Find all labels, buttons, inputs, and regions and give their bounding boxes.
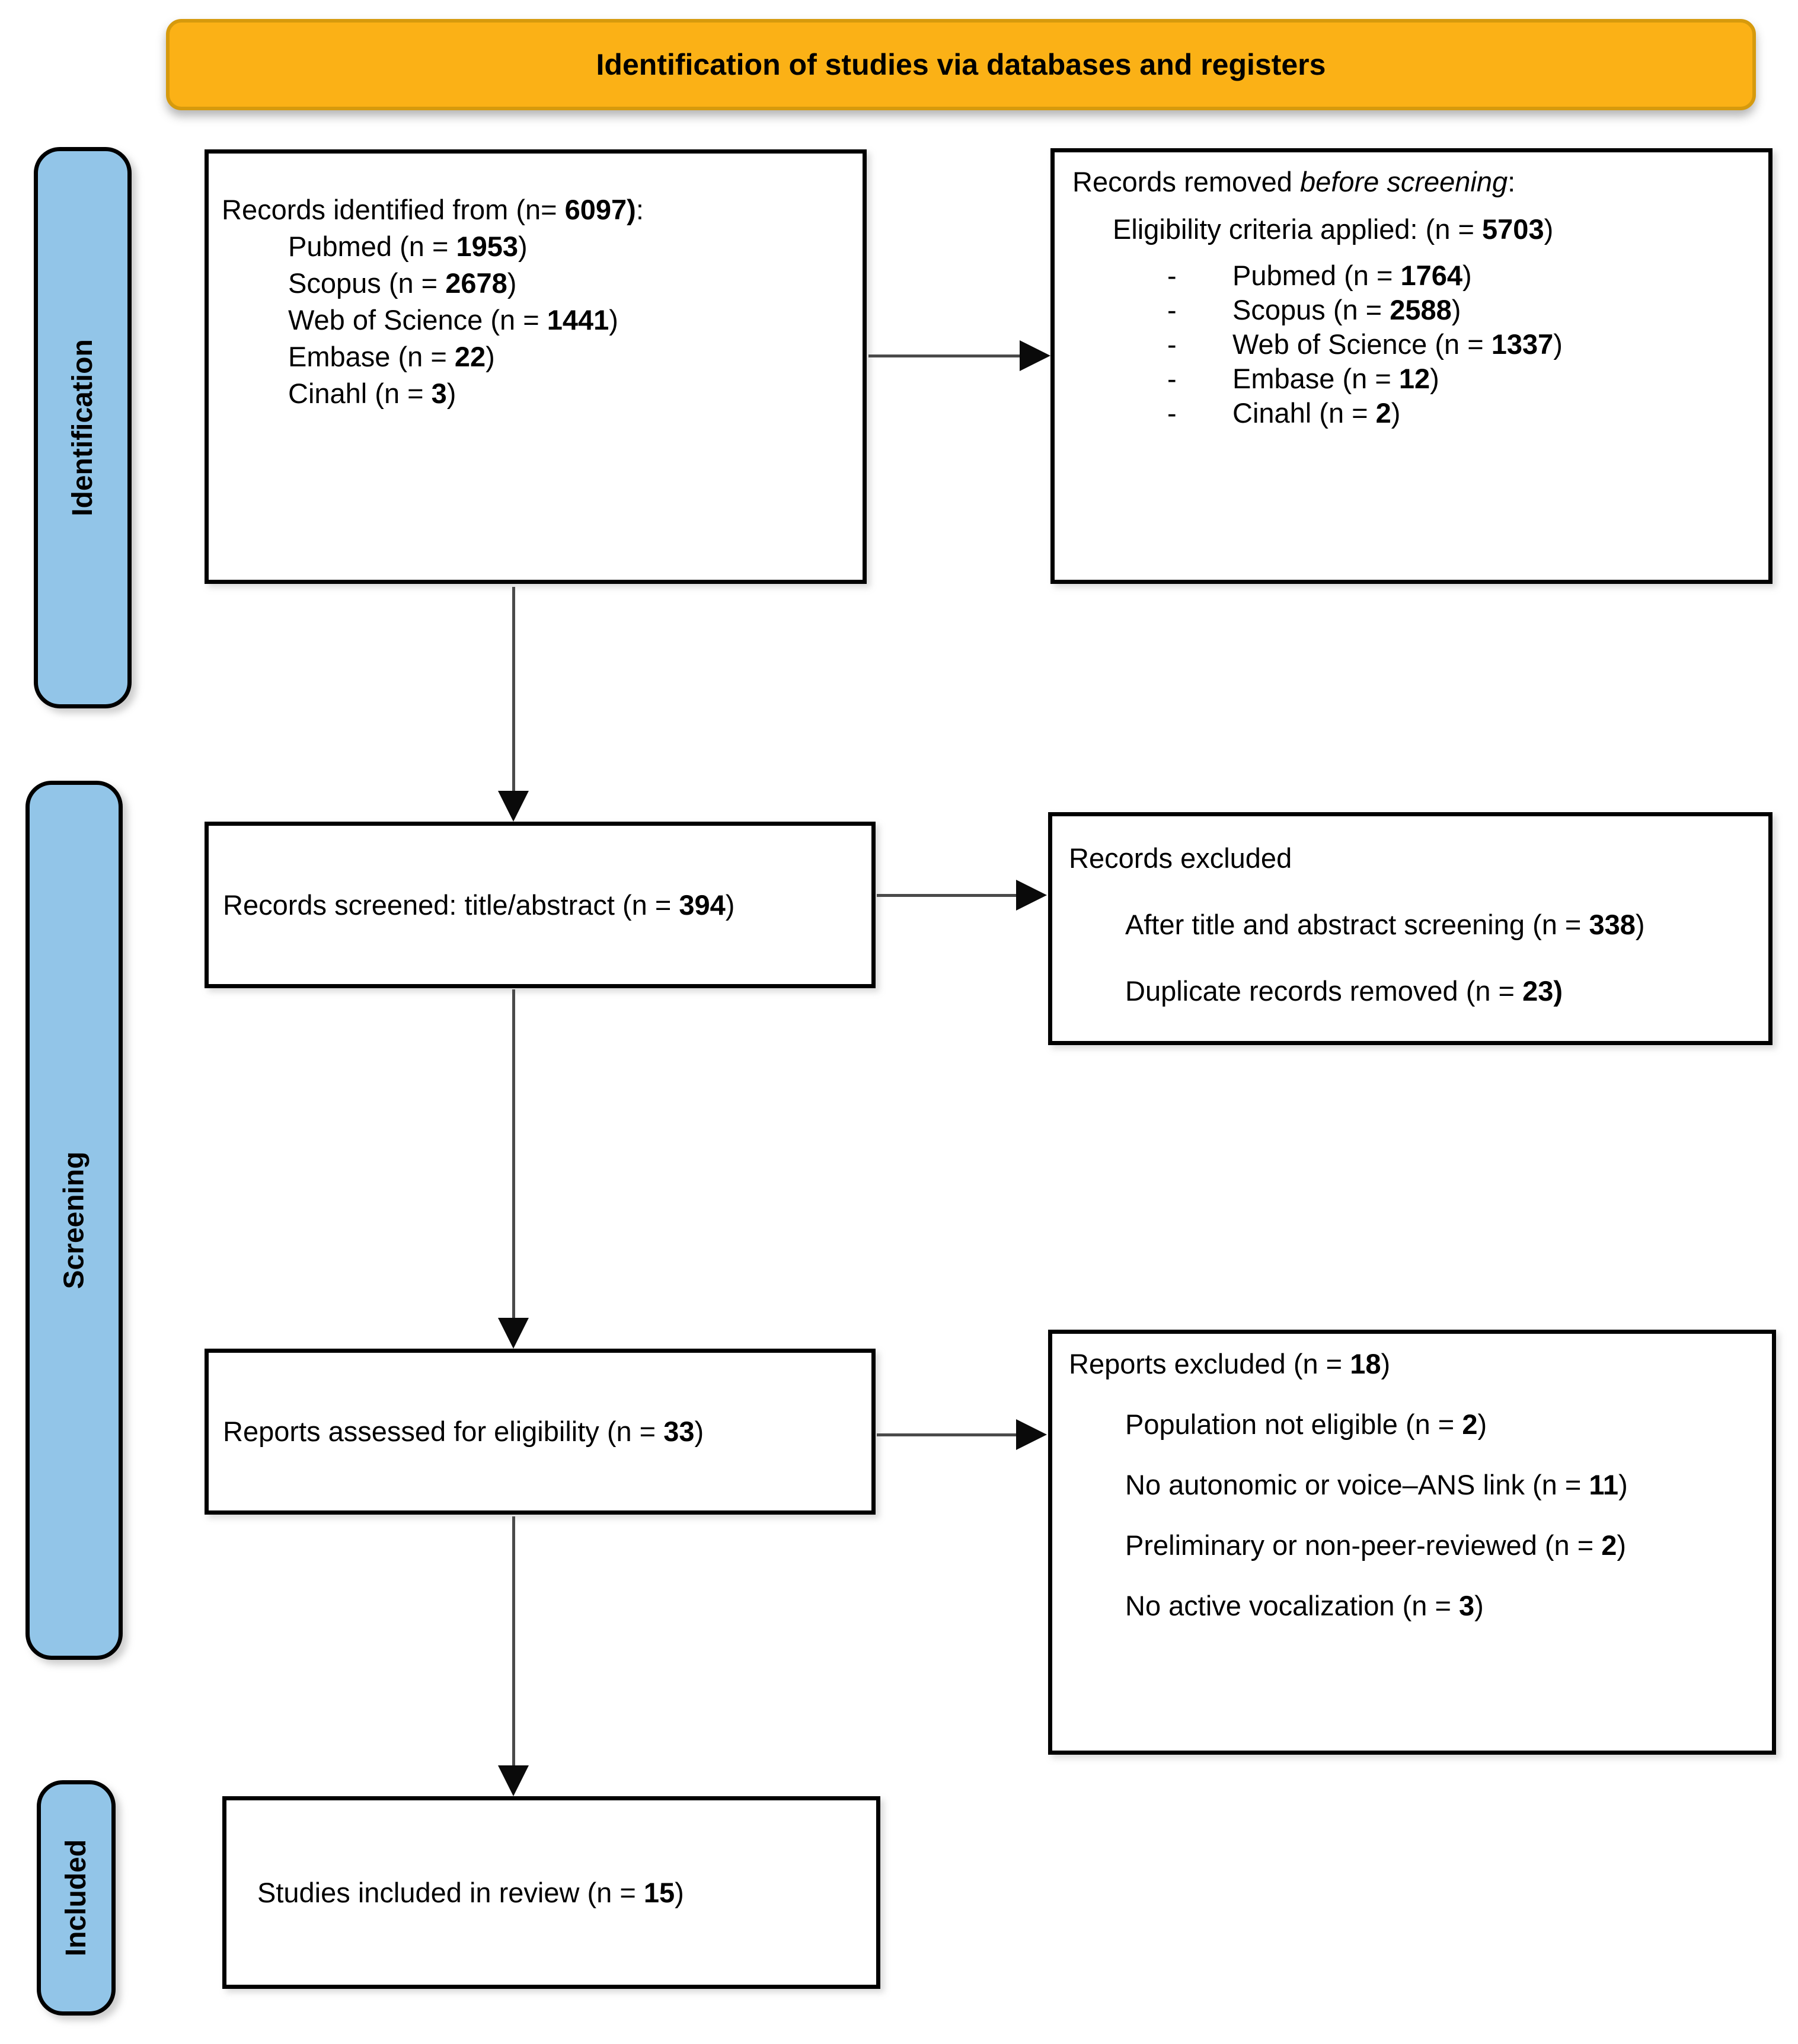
line-removed-cinahl: -Cinahl (n = 2) bbox=[1167, 396, 1758, 430]
dash-bullet: - bbox=[1167, 328, 1177, 360]
stage-label-identification: Identification bbox=[34, 147, 132, 708]
box-records-excluded: Records excluded After title and abstrac… bbox=[1048, 812, 1773, 1045]
line-reports-excluded-title: Reports excluded (n = 18) bbox=[1069, 1348, 1391, 1379]
line-removed-scopus: -Scopus (n = 2588) bbox=[1167, 293, 1758, 327]
line-studies-included: Studies included in review (n = 15) bbox=[257, 1876, 684, 1908]
dash-bullet: - bbox=[1167, 294, 1177, 325]
box-reports-excluded: Reports excluded (n = 18) Population not… bbox=[1048, 1330, 1776, 1755]
arrow-line bbox=[512, 1516, 515, 1768]
arrow-line bbox=[512, 989, 515, 1321]
stage-included-text: Included bbox=[60, 1839, 92, 1957]
line-src-cinahl: Cinahl (n = 3) bbox=[288, 378, 456, 409]
box-reports-assessed: Reports assessed for eligibility (n = 33… bbox=[205, 1349, 876, 1515]
arrow-line bbox=[877, 1433, 1019, 1436]
line-records-screened: Records screened: title/abstract (n = 39… bbox=[223, 889, 735, 921]
box-records-identified: Records identified from (n= 6097): Pubme… bbox=[205, 149, 867, 584]
line-excluded-title-abstract: After title and abstract screening (n = … bbox=[1125, 909, 1645, 940]
line-removed-pubmed: -Pubmed (n = 1764) bbox=[1167, 258, 1758, 293]
box-records-removed: Records removed before screening: Eligib… bbox=[1050, 148, 1773, 584]
line-non-peer-reviewed: Preliminary or non-peer-reviewed (n = 2) bbox=[1125, 1529, 1627, 1561]
line-population-not-eligible: Population not eligible (n = 2) bbox=[1125, 1409, 1487, 1440]
box-studies-included: Studies included in review (n = 15) bbox=[222, 1796, 880, 1989]
stage-identification-text: Identification bbox=[67, 339, 99, 516]
stage-label-screening: Screening bbox=[25, 781, 123, 1660]
line-no-active-vocalization: No active vocalization (n = 3) bbox=[1125, 1590, 1484, 1621]
line-records-excluded-title: Records excluded bbox=[1069, 842, 1292, 874]
dash-bullet: - bbox=[1167, 397, 1177, 429]
box-records-screened: Records screened: title/abstract (n = 39… bbox=[205, 822, 876, 988]
dash-bullet: - bbox=[1167, 363, 1177, 394]
arrowhead-right-icon bbox=[1020, 340, 1050, 371]
arrow-line bbox=[868, 354, 1023, 357]
stage-label-included: Included bbox=[37, 1780, 116, 2016]
arrowhead-down-icon bbox=[498, 791, 529, 822]
arrowhead-right-icon bbox=[1016, 1419, 1047, 1450]
line-records-removed-title: Records removed before screening: bbox=[1072, 166, 1516, 197]
line-src-embase: Embase (n = 22) bbox=[288, 341, 495, 372]
line-records-identified-total: Records identified from (n= 6097): bbox=[222, 194, 644, 225]
line-eligibility-criteria-applied: Eligibility criteria applied: (n = 5703) bbox=[1113, 213, 1554, 245]
banner: Identification of studies via databases … bbox=[166, 19, 1756, 110]
line-src-scopus: Scopus (n = 2678) bbox=[288, 267, 517, 299]
stage-screening-text: Screening bbox=[58, 1151, 90, 1289]
arrowhead-down-icon bbox=[498, 1765, 529, 1796]
arrow-line bbox=[877, 894, 1019, 897]
removed-source-list: -Pubmed (n = 1764) -Scopus (n = 2588) -W… bbox=[1072, 258, 1758, 430]
arrowhead-down-icon bbox=[498, 1318, 529, 1349]
arrow-line bbox=[512, 587, 515, 796]
dash-bullet: - bbox=[1167, 260, 1177, 291]
line-src-web-of-science: Web of Science (n = 1441) bbox=[288, 304, 618, 336]
line-duplicates-removed: Duplicate records removed (n = 23) bbox=[1125, 975, 1563, 1007]
banner-label: Identification of studies via databases … bbox=[596, 48, 1326, 81]
line-reports-assessed: Reports assessed for eligibility (n = 33… bbox=[223, 1416, 704, 1447]
line-removed-web-of-science: -Web of Science (n = 1337) bbox=[1167, 327, 1758, 362]
line-src-pubmed: Pubmed (n = 1953) bbox=[288, 231, 528, 262]
line-no-voice-ans-link: No autonomic or voice–ANS link (n = 11) bbox=[1125, 1469, 1628, 1500]
arrowhead-right-icon bbox=[1016, 880, 1047, 911]
line-removed-embase: -Embase (n = 12) bbox=[1167, 362, 1758, 396]
